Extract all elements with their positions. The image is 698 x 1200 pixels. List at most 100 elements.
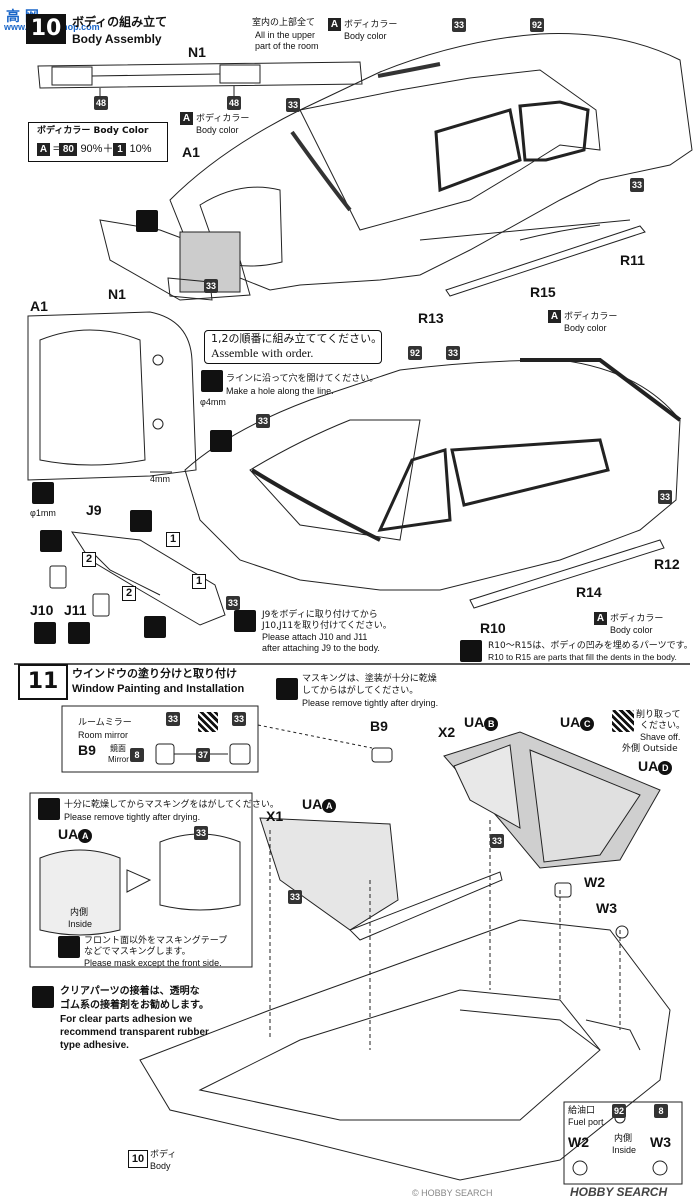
shave-icon <box>612 710 634 732</box>
fuel-port-en: Fuel port <box>568 1117 604 1127</box>
paint-33-c: 33 <box>630 178 644 192</box>
j9-note-en2: after attaching J9 to the body. <box>262 643 380 653</box>
footer-credit: © HOBBY SEARCH <box>412 1188 493 1198</box>
front-mask-en: Please mask except the front side. <box>84 958 222 968</box>
formula-1: 1 <box>113 143 127 156</box>
dent-note-jp: R10～R15は、ボディの凹みを埋めるパーツです。 <box>488 641 693 651</box>
paint-33-b: 33 <box>452 18 466 32</box>
step10-title-jp: ボディの組み立て <box>72 15 168 29</box>
ua-d-text: UA <box>638 758 659 774</box>
step11-title-jp: ウインドウの塗り分けと取り付け <box>72 667 237 680</box>
drill-icon-1mm <box>32 482 54 504</box>
order-1-b: 1 <box>192 574 206 589</box>
room-mirror-en: Room mirror <box>78 730 129 740</box>
body-color-jp-4: ボディカラー <box>610 614 664 624</box>
masking-note-en: Please remove tightly after drying. <box>302 698 439 708</box>
ua-d-circle: D <box>658 761 673 775</box>
body-ref-en: Body <box>150 1161 171 1171</box>
j9-note-jp2: J10,J11を取り付けてください。 <box>262 621 392 631</box>
part-a1-left: A1 <box>30 298 48 314</box>
masking-note-jp1: マスキングは、塗装が十分に乾燥 <box>302 674 437 684</box>
front-mask-jp2: などでマスキングします。 <box>84 947 191 957</box>
drill-icon-center <box>210 430 232 452</box>
adhesive-jp2: ゴム系の接着剤をお勧めします。 <box>60 1000 209 1011</box>
room-mirror-jp: ルームミラー <box>78 718 132 728</box>
phi-1mm: φ1mm <box>30 508 56 518</box>
glue-icon-j10 <box>40 530 62 552</box>
paint-a-badge-2: A <box>180 112 193 125</box>
adhesive-jp1: クリアパーツの接着は、透明な <box>60 986 200 997</box>
body-color-jp: ボディカラー <box>344 20 398 30</box>
outside-en: Outside <box>642 744 678 754</box>
body-ref-jp: ボディ <box>150 1150 177 1160</box>
inside-jp: 内側 <box>70 908 89 918</box>
hole-note-jp: ラインに沿って穴を開けてください。 <box>226 374 379 384</box>
ua-c-circle: C <box>580 717 595 731</box>
paint-33-f: 33 <box>256 414 270 428</box>
paint-33-x2: 33 <box>490 834 504 848</box>
paint-33-box: 33 <box>194 826 208 840</box>
dent-note-en: R10 to R15 are parts that fill the dents… <box>488 652 677 662</box>
part-j11: J11 <box>64 602 87 618</box>
formula-pct2: 10% <box>129 143 152 155</box>
j9-note-jp1: J9をボディに取り付けてから <box>262 610 378 620</box>
hole-note-en: Make a hole along the line. <box>226 386 334 396</box>
interior-note-jp: 室内の上部全て <box>252 18 316 28</box>
body-ref-badge: 10 <box>128 1150 148 1168</box>
interior-note-en1: All in the upper <box>255 30 316 40</box>
paint-33-a: 33 <box>286 98 300 112</box>
outside-label: 外側 Outside <box>622 744 678 754</box>
order-1-a: 1 <box>166 532 180 547</box>
inside-en: Inside <box>68 919 93 929</box>
fuel-inside-jp: 内側 <box>614 1134 633 1144</box>
paint-33-mirror-b: 33 <box>232 712 246 726</box>
order-2-b: 2 <box>122 586 136 601</box>
ua-a-box-circle: A <box>78 829 93 843</box>
outside-jp: 外側 <box>622 744 641 754</box>
part-b9: B9 <box>370 718 388 734</box>
ua-b-text: UA <box>464 714 485 730</box>
paint-33-d: 33 <box>204 279 218 293</box>
part-x2: X2 <box>438 724 456 740</box>
formula-pct1: 90%＋ <box>80 143 114 155</box>
drill-icon-4mm <box>201 370 223 392</box>
order-note-en: Assemble with order. <box>211 346 314 360</box>
part-n1-top: N1 <box>188 44 206 60</box>
cement-icon-front <box>58 936 80 958</box>
part-j9: J9 <box>86 502 102 518</box>
shave-note-jp1: 削り取って <box>636 710 681 720</box>
cement-icon-adhesive <box>32 986 54 1008</box>
j9-note-en1: Please attach J10 and J11 <box>262 632 368 642</box>
formula-a: A <box>37 143 50 156</box>
ua-a-box-text: UA <box>58 826 79 842</box>
cement-icon-j10 <box>34 622 56 644</box>
part-b9-box: B9 <box>78 742 96 758</box>
paint-33-h: 33 <box>226 596 240 610</box>
part-w3-fuel: W3 <box>650 1134 671 1150</box>
interior-note-en2: part of the room <box>255 41 319 51</box>
glue-icon-j9 <box>130 510 152 532</box>
footer-logo: HOBBY SEARCH <box>570 1185 668 1199</box>
glue-icon-j11 <box>144 616 166 638</box>
adhesive-en1: For clear parts adhesion we <box>60 1014 193 1025</box>
order-note-jp: 1,2の順番に組み立ててください。 <box>211 332 383 345</box>
paint-8-fuel: 8 <box>654 1104 668 1118</box>
step10-badge: 10 <box>26 14 66 44</box>
glue-icon-n1 <box>136 210 158 232</box>
paint-33-x1: 33 <box>288 890 302 904</box>
paint-92-a: 92 <box>530 18 544 32</box>
mirror-jp: 鏡面 <box>110 744 126 753</box>
adhesive-en2: recommend transparent rubber <box>60 1027 209 1038</box>
paint-8-mirror: 8 <box>130 748 144 762</box>
paint-92-b: 92 <box>408 346 422 360</box>
cement-icon-dry <box>38 798 60 820</box>
cement-icon-dent <box>460 640 482 662</box>
